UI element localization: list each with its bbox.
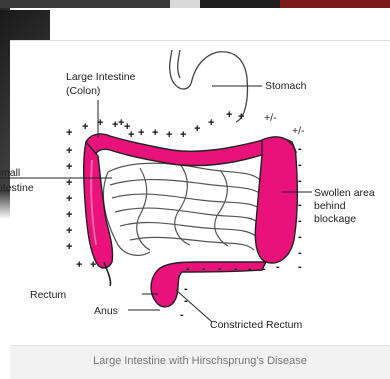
label-colon: (Colon) <box>66 85 100 97</box>
svg-text:+: + <box>90 259 96 271</box>
svg-text:-: - <box>298 175 302 187</box>
label-plus-minus-right: +/- <box>292 125 305 137</box>
svg-text:-: - <box>248 263 252 275</box>
hirschsprung-diagram: ++++ ++++ ++++ ++++ ++++ ++ ++ ---- ----… <box>0 0 390 345</box>
svg-text:+: + <box>118 117 124 129</box>
label-blockage: blockage <box>314 213 356 225</box>
label-intestine: Intestine <box>0 182 34 194</box>
svg-text:-: - <box>298 159 302 171</box>
svg-text:-: - <box>202 263 206 275</box>
label-small: Small <box>0 167 20 179</box>
svg-text:-: - <box>262 263 266 275</box>
svg-text:+: + <box>76 259 82 271</box>
label-swollen-area: Swollen area <box>314 187 375 199</box>
label-stomach: Stomach <box>265 80 307 92</box>
svg-text:-: - <box>234 263 238 275</box>
svg-text:-: - <box>180 309 184 321</box>
svg-text:-: - <box>298 199 302 211</box>
label-plus-minus-top: +/- <box>264 112 277 124</box>
svg-text:+: + <box>194 123 200 135</box>
svg-text:+: + <box>66 145 72 157</box>
svg-text:-: - <box>298 231 302 243</box>
colon <box>84 134 298 307</box>
svg-text:-: - <box>184 283 188 295</box>
svg-text:+: + <box>208 117 214 129</box>
svg-text:-: - <box>218 263 222 275</box>
svg-text:-: - <box>298 143 302 155</box>
svg-text:-: - <box>298 261 302 273</box>
label-large-intestine: Large Intestine <box>66 71 136 83</box>
svg-text:+: + <box>66 241 72 253</box>
svg-text:+: + <box>66 127 72 139</box>
svg-text:+: + <box>166 129 172 141</box>
label-constricted-rectum: Constricted Rectum <box>210 319 302 331</box>
svg-text:+: + <box>66 177 72 189</box>
svg-text:-: - <box>298 215 302 227</box>
esophagus-outline <box>178 50 180 78</box>
label-rectum: Rectum <box>30 289 66 301</box>
label-behind: behind <box>314 200 346 212</box>
svg-text:-: - <box>298 247 302 259</box>
caption-bar: Large Intestine with Hirschsprung's Dise… <box>10 345 390 379</box>
svg-text:+: + <box>82 121 88 133</box>
svg-text:+: + <box>97 117 103 129</box>
svg-text:+: + <box>152 127 158 139</box>
svg-text:+: + <box>128 129 134 141</box>
svg-text:+: + <box>226 109 232 121</box>
figure-caption: Large Intestine with Hirschsprung's Dise… <box>10 355 390 367</box>
svg-text:-: - <box>186 263 190 275</box>
svg-text:+: + <box>138 127 144 139</box>
svg-text:-: - <box>276 261 280 273</box>
label-anus: Anus <box>94 305 118 317</box>
small-intestine-coils <box>103 163 268 255</box>
svg-text:+: + <box>66 225 72 237</box>
svg-text:+: + <box>238 111 244 123</box>
svg-text:+: + <box>66 209 72 221</box>
svg-text:-: - <box>184 295 188 307</box>
svg-text:+: + <box>66 193 72 205</box>
svg-text:+: + <box>66 161 72 173</box>
svg-text:+: + <box>180 129 186 141</box>
